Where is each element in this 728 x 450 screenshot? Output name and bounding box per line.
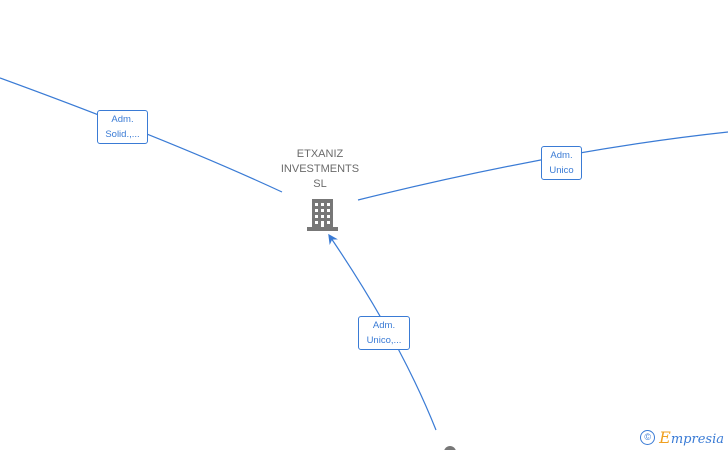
edge-label-detail: Unico,... (366, 335, 402, 346)
edge-label-role: Adm. (111, 114, 134, 125)
edge-label-detail: Unico (549, 165, 574, 176)
company-name[interactable]: ETXANIZ INVESTMENTS SL (270, 147, 370, 192)
building-icon[interactable] (307, 199, 338, 231)
edge-label-bottom[interactable]: Adm. Unico,... (358, 316, 410, 350)
brand-initial: E (659, 428, 671, 447)
edge-label-right[interactable]: Adm. Unico (541, 146, 582, 180)
edge-label-role: Adm. (550, 150, 573, 161)
company-name-line-3: SL (313, 178, 327, 190)
company-name-line-1: ETXANIZ (296, 148, 344, 160)
empresia-watermark: © Empresia (640, 428, 724, 447)
bottom-node-marker[interactable] (444, 446, 456, 450)
edge-label-left[interactable]: Adm. Solid.,... (97, 110, 148, 144)
edge-left (0, 77, 283, 193)
edge-label-detail: Solid.,... (105, 129, 140, 140)
brand-name: mpresia (670, 432, 724, 447)
copyright-icon: © (640, 430, 656, 445)
company-name-line-2: INVESTMENTS (280, 163, 360, 175)
edge-label-role: Adm. (372, 320, 396, 331)
